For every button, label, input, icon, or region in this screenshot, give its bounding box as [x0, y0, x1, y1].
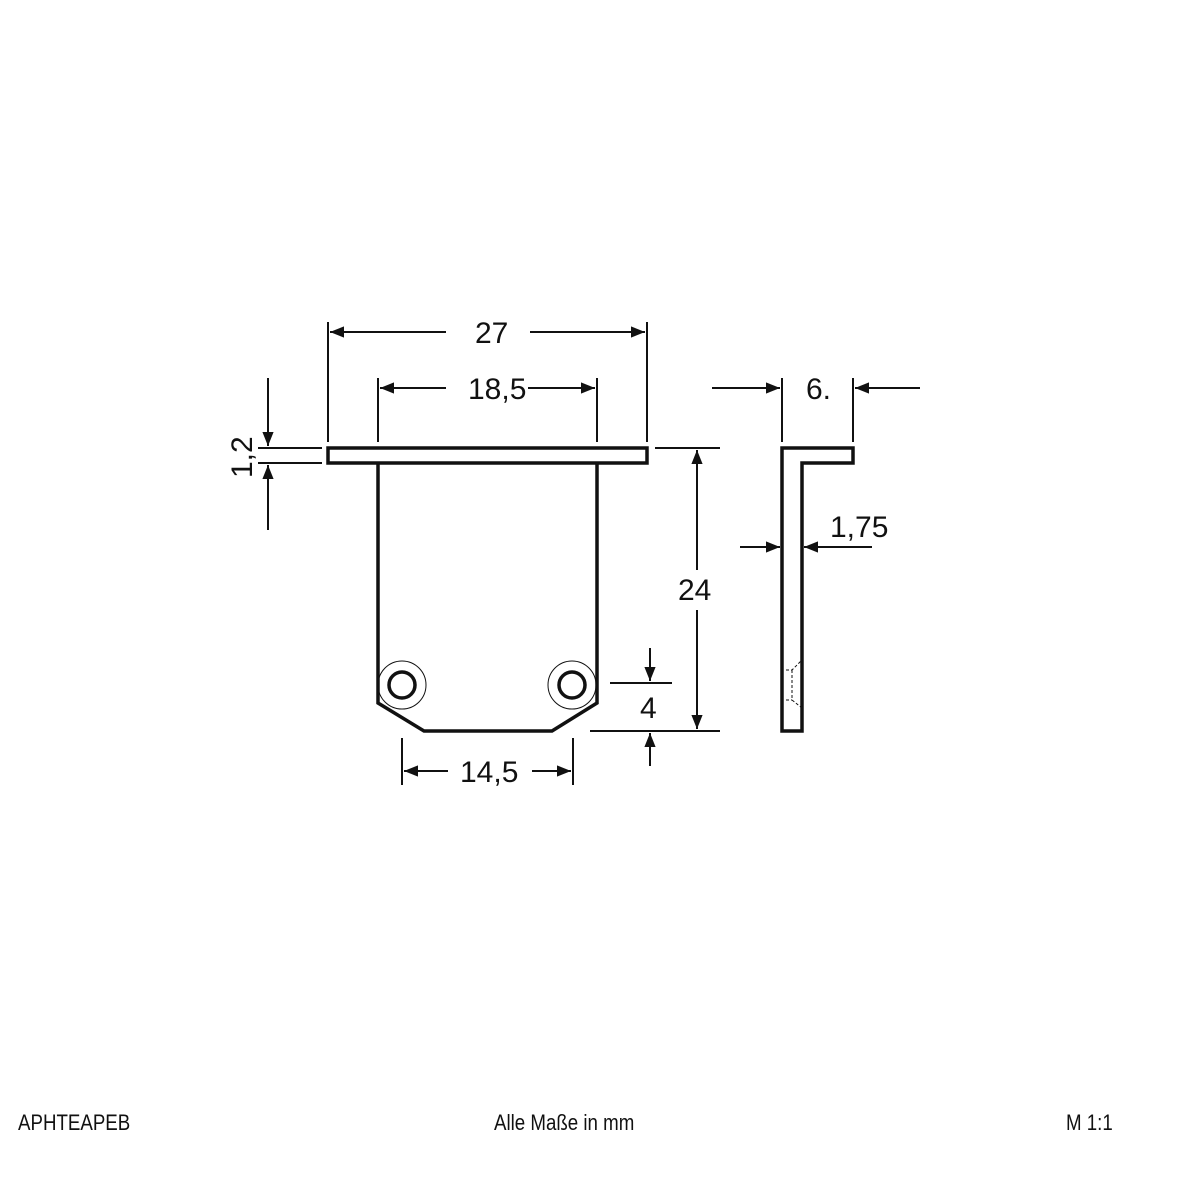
mounting-hole-right [547, 660, 597, 710]
dim-height: 24 [678, 574, 711, 607]
dim-flange-thickness: 1,2 [226, 436, 259, 478]
side-profile-outline [780, 446, 855, 733]
mounting-hole-left [377, 660, 427, 710]
part-number: APHTEAPEB [18, 1110, 131, 1135]
dimension-lines-front [258, 322, 720, 785]
dim-inner-width: 18,5 [468, 373, 526, 406]
dim-overall-width: 27 [475, 317, 508, 350]
side-view [780, 446, 855, 733]
hidden-line-countersink [786, 659, 803, 709]
flange-outline [326, 446, 649, 465]
body-outline [376, 463, 599, 733]
dim-side-depth: 6. [806, 373, 831, 406]
front-view [326, 446, 649, 733]
dim-bottom-width: 14,5 [460, 756, 518, 789]
scale-label: M 1:1 [1066, 1110, 1113, 1135]
dim-hole-offset: 4 [640, 692, 657, 725]
units-note: Alle Maße in mm [494, 1110, 635, 1135]
dim-wall-thickness: 1,75 [830, 511, 888, 544]
dimension-lines-side [712, 378, 920, 553]
